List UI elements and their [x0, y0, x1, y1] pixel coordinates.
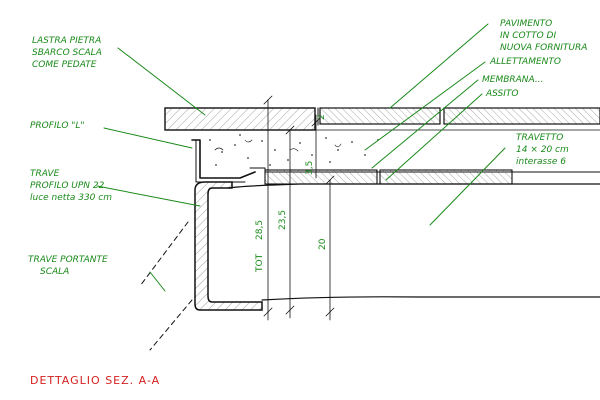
label-profilo-l: PROFILO "L": [30, 121, 85, 131]
label-pavimento-1: PAVIMENTO: [500, 19, 552, 29]
dimension-lines: [263, 95, 335, 321]
label-lastra-2: SBARCO SCALA: [32, 48, 102, 58]
screed-layer: [199, 129, 600, 166]
dim-3-5: 3,5: [305, 161, 315, 175]
label-lastra-1: LASTRA PIETRA: [32, 36, 101, 46]
label-trave-portante-2: SCALA: [40, 267, 69, 277]
label-pavimento-3: NUOVA FORNITURA: [500, 43, 587, 53]
label-assito: ASSITO: [485, 89, 519, 99]
dim-28-5: 28,5: [255, 220, 265, 240]
label-pavimento-2: IN COTTO DI: [500, 31, 556, 41]
l-profile: [191, 139, 256, 183]
label-trave-portante-1: TRAVE PORTANTE: [28, 255, 108, 265]
dim-23-5: 23,5: [278, 210, 288, 230]
dim-20: 20: [318, 238, 328, 250]
upn-beam: [194, 181, 263, 311]
drawing-title: DETTAGLIO SEZ. A-A: [30, 374, 160, 387]
floor-tiles: [317, 107, 600, 126]
label-lastra-3: COME PEDATE: [32, 60, 97, 70]
dim-tot: TOT: [255, 253, 265, 273]
support-beam: [139, 221, 193, 351]
label-trave-1: TRAVE: [30, 169, 60, 179]
joist: [227, 183, 600, 301]
label-allettamento: ALLETTAMENTO: [489, 57, 561, 67]
membrane-board: [249, 167, 600, 185]
stone-slab: [164, 107, 316, 131]
label-trave-3: luce netta 330 cm: [30, 193, 112, 203]
label-travetto-2: 14 × 20 cm: [516, 145, 569, 155]
leader-lines: [96, 23, 506, 292]
label-membrana: MEMBRANA...: [482, 75, 543, 85]
labels: LASTRA PIETRA SBARCO SCALA COME PEDATE P…: [28, 19, 587, 277]
label-travetto-3: interasse 6: [516, 157, 566, 167]
label-trave-2: PROFILO UPN 22: [30, 181, 105, 191]
label-travetto-1: TRAVETTO: [516, 133, 563, 143]
dim-2: 2: [317, 114, 327, 120]
